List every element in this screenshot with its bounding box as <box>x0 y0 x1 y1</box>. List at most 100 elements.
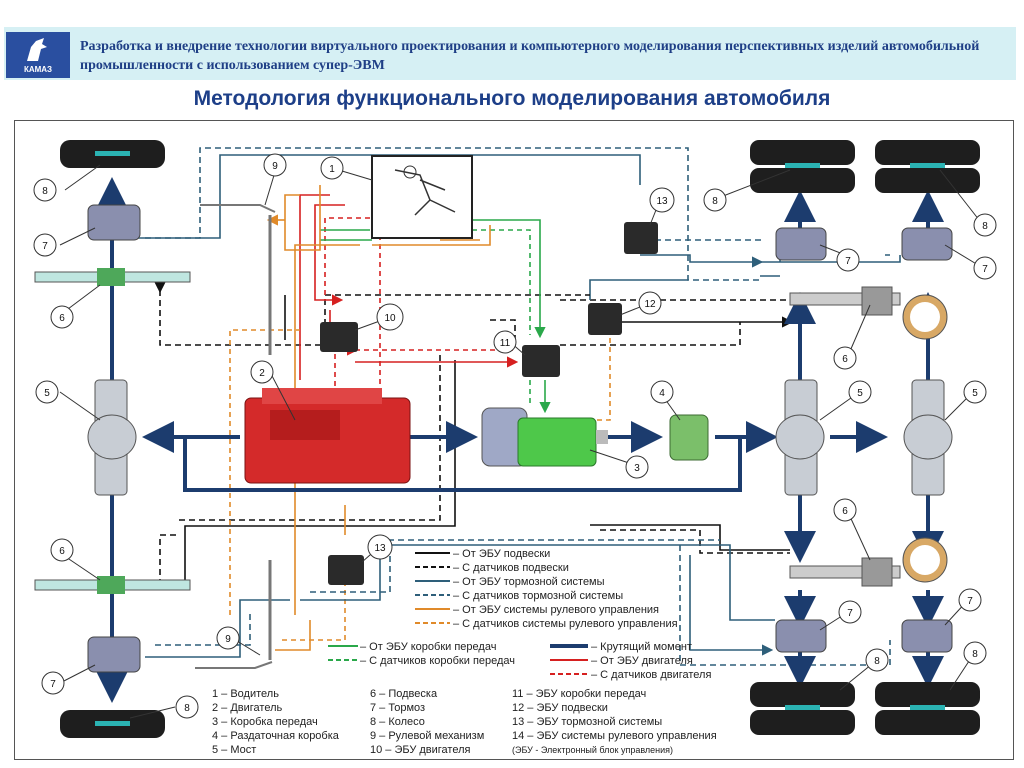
wheel-hubs <box>95 151 945 726</box>
legend-engine-ecu: – От ЭБУ двигателя <box>591 655 693 667</box>
kamaz-horse-icon <box>27 38 47 61</box>
key-7: 7 – Тормоз <box>370 702 425 714</box>
callout-7-rl: 7 <box>50 679 56 690</box>
brakes <box>87 204 953 673</box>
wheel-mid-bottom-2 <box>750 710 855 735</box>
signal-lines <box>110 147 901 666</box>
callout-7-fl: 7 <box>42 241 48 252</box>
legend-brake-sensors: – С датчиков тормозной системы <box>453 590 623 602</box>
key-10: 10 – ЭБУ двигателя <box>370 744 471 756</box>
callout-13-top: 13 <box>656 196 668 207</box>
callout-8-mb: 8 <box>874 656 880 667</box>
legend-suspension-ecu: – От ЭБУ подвески <box>453 548 550 560</box>
ecu-engine <box>320 322 358 352</box>
wheel-rear-bottom-1 <box>875 682 980 707</box>
wheel-rear-top-1 <box>875 140 980 165</box>
wheel-rear-bottom-2 <box>875 710 980 735</box>
callout-7-rb: 7 <box>967 596 973 607</box>
header-title: Разработка и внедрение технологии виртуа… <box>80 39 980 73</box>
callout-4: 4 <box>659 388 665 399</box>
callout-7-mb: 7 <box>847 608 853 619</box>
legend: – От ЭБУ подвески – С датчиков подвески … <box>328 548 711 681</box>
wheel-mid-top-1 <box>750 140 855 165</box>
key-5: 5 – Мост <box>212 744 256 756</box>
wheel-mid-top-2 <box>750 168 855 193</box>
wheel-rear-top-2 <box>875 168 980 193</box>
legend-steering-sensors: – С датчиков системы рулевого управления <box>453 618 678 630</box>
callouts <box>33 153 997 719</box>
callout-11: 11 <box>500 338 511 349</box>
gearbox <box>481 407 608 467</box>
callout-5-mid: 5 <box>857 388 863 399</box>
legend-brake-ecu: – От ЭБУ тормозной системы <box>453 576 605 588</box>
key-8: 8 – Колесо <box>370 716 425 728</box>
legend-gearbox-sensors: – С датчиков коробки передач <box>360 655 515 667</box>
brake-drum-rl <box>87 636 141 673</box>
diagram-frame <box>14 120 1014 760</box>
key-9: 9 – Рулевой механизм <box>370 730 484 742</box>
component-key: 1 – Водитель 2 – Двигатель 3 – Коробка п… <box>212 688 717 756</box>
key-14: 14 – ЭБУ системы рулевого управления <box>512 730 717 742</box>
callout-6-rt: 6 <box>842 354 848 365</box>
callout-5-rear: 5 <box>972 388 978 399</box>
header-banner <box>4 27 1016 80</box>
steering-columns <box>195 204 276 669</box>
legend-suspension-sensors: – С датчиков подвески <box>453 562 569 574</box>
callout-6-fl: 6 <box>59 313 65 324</box>
callout-8-rb: 8 <box>972 649 978 660</box>
callout-8-mt: 8 <box>712 196 718 207</box>
air-springs <box>902 294 948 583</box>
key-note: (ЭБУ - Электронный блок управления) <box>512 745 673 755</box>
brake-drum-fl <box>87 204 141 241</box>
callout-1: 1 <box>329 164 335 175</box>
callout-7-rt: 7 <box>982 264 988 275</box>
wheels <box>60 140 980 738</box>
key-11: 11 – ЭБУ коробки передач <box>512 688 646 700</box>
legend-torque: – Крутящий момент <box>591 641 692 653</box>
driver-box <box>371 155 473 239</box>
key-4: 4 – Раздаточная коробка <box>212 730 340 742</box>
callout-5-front: 5 <box>44 388 50 399</box>
callout-9-top: 9 <box>272 161 278 172</box>
callout-8-fl: 8 <box>42 186 48 197</box>
legend-engine-sensors: – С датчиков двигателя <box>591 669 711 681</box>
callout-numbers: 9 1 8 7 6 5 6 7 8 9 2 10 11 12 13 13 3 4… <box>42 161 988 714</box>
leaf-springs <box>34 268 901 594</box>
page-title: Методология функционального моделировани… <box>193 87 831 110</box>
brake-drum-mt <box>775 227 827 261</box>
ecu-suspension <box>588 303 622 335</box>
ecu-brake-top <box>624 222 658 254</box>
logo-text: КАМАЗ <box>23 65 53 74</box>
wheel-mid-bottom-1 <box>750 682 855 707</box>
key-6: 6 – Подвеска <box>370 688 438 700</box>
brake-drum-rt <box>901 227 953 261</box>
ecu-gearbox <box>522 345 560 377</box>
brake-drum-mb <box>775 619 827 653</box>
key-2: 2 – Двигатель <box>212 702 283 714</box>
brake-drum-rb <box>901 619 953 653</box>
callout-7-mt: 7 <box>845 256 851 267</box>
callout-10: 10 <box>384 313 396 324</box>
callout-6-rl: 6 <box>59 546 65 557</box>
callout-13-bottom: 13 <box>374 543 386 554</box>
key-12: 12 – ЭБУ подвески <box>512 702 608 714</box>
key-3: 3 – Коробка передач <box>212 716 318 728</box>
engine <box>244 388 411 484</box>
ecu-boxes <box>320 222 658 585</box>
callout-2: 2 <box>259 368 265 379</box>
axles <box>87 379 953 496</box>
callout-6-rb: 6 <box>842 506 848 517</box>
callout-9-bottom: 9 <box>225 634 231 645</box>
ecu-brake-bottom <box>328 555 364 585</box>
transfer-case <box>669 414 709 461</box>
callout-8-rl: 8 <box>184 703 190 714</box>
callout-12: 12 <box>644 299 656 310</box>
key-13: 13 – ЭБУ тормозной системы <box>512 716 662 728</box>
callout-8-rt: 8 <box>982 221 988 232</box>
key-1: 1 – Водитель <box>212 688 279 700</box>
legend-gearbox-ecu: – От ЭБУ коробки передач <box>360 641 496 653</box>
kamaz-logo: КАМАЗ <box>6 32 70 78</box>
callout-3: 3 <box>634 463 640 474</box>
legend-steering-ecu: – От ЭБУ системы рулевого управления <box>453 604 659 616</box>
